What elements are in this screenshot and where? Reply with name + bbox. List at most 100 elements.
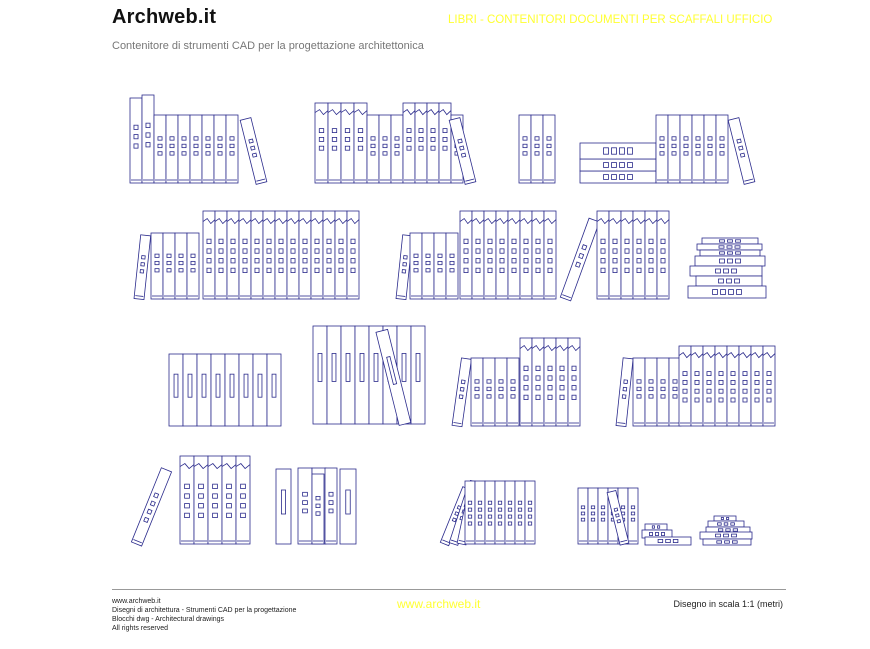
book xyxy=(201,114,215,184)
book xyxy=(451,357,472,428)
lying-book xyxy=(687,285,767,299)
book xyxy=(433,232,447,300)
book xyxy=(597,487,609,545)
lying-book xyxy=(644,523,668,531)
book xyxy=(750,345,764,427)
book xyxy=(390,114,404,184)
book xyxy=(327,102,342,184)
book xyxy=(346,210,360,300)
book xyxy=(656,210,670,300)
lying-book xyxy=(702,538,752,546)
binder xyxy=(168,353,184,427)
book xyxy=(714,345,728,427)
lying-book xyxy=(689,265,763,277)
lying-book xyxy=(701,237,759,245)
binder xyxy=(339,468,357,545)
book xyxy=(262,210,276,300)
book xyxy=(334,210,348,300)
lying-book xyxy=(696,243,763,251)
lying-book xyxy=(699,531,753,540)
book xyxy=(226,210,240,300)
book xyxy=(484,480,496,545)
book xyxy=(179,455,195,545)
book xyxy=(340,102,355,184)
lying-book xyxy=(707,520,745,528)
book xyxy=(715,114,729,184)
footer-line: www.archweb.it xyxy=(112,598,161,605)
binder xyxy=(224,353,240,427)
book xyxy=(495,210,509,300)
book xyxy=(470,357,484,427)
book xyxy=(353,102,368,184)
lying-book xyxy=(644,536,692,546)
book xyxy=(738,345,752,427)
book xyxy=(494,357,508,427)
lying-book xyxy=(713,515,737,522)
book xyxy=(667,114,681,184)
book xyxy=(274,210,288,300)
book xyxy=(587,487,599,545)
book xyxy=(133,234,152,300)
book xyxy=(471,210,485,300)
book xyxy=(530,114,544,184)
book xyxy=(644,210,658,300)
book xyxy=(129,97,143,184)
footer-line: Disegni di architettura - Strumenti CAD … xyxy=(112,607,297,614)
binder xyxy=(312,325,328,425)
footer-website: www.archweb.it xyxy=(397,597,481,611)
book xyxy=(474,480,486,545)
book xyxy=(608,210,622,300)
lying-book xyxy=(694,255,766,267)
book xyxy=(596,210,610,300)
lying-book xyxy=(579,170,657,184)
book xyxy=(519,210,533,300)
book xyxy=(524,480,536,545)
binder xyxy=(196,353,212,427)
footer-info: www.archweb.it Disegni di architettura -… xyxy=(112,597,296,633)
book xyxy=(239,117,268,185)
book xyxy=(448,117,477,185)
archweb-logo: Archweb.it xyxy=(112,6,217,28)
book xyxy=(464,480,476,545)
book xyxy=(426,102,440,184)
book xyxy=(250,210,264,300)
binder xyxy=(340,325,356,425)
book xyxy=(690,345,704,427)
binder xyxy=(210,353,226,427)
book xyxy=(310,210,324,300)
book xyxy=(238,210,252,300)
book xyxy=(703,114,717,184)
book xyxy=(531,210,545,300)
book xyxy=(409,232,423,300)
book xyxy=(141,94,155,184)
footer-line: Blocchi dwg - Architectural drawings xyxy=(112,616,225,623)
book xyxy=(655,114,669,184)
book xyxy=(324,467,338,545)
book xyxy=(620,210,634,300)
footer-divider xyxy=(112,589,786,590)
book xyxy=(438,102,452,184)
book xyxy=(615,357,634,427)
book xyxy=(494,480,506,545)
book xyxy=(207,455,223,545)
book xyxy=(555,337,569,427)
book xyxy=(414,102,428,184)
book xyxy=(577,487,589,545)
book xyxy=(518,114,532,184)
book xyxy=(656,357,670,427)
book xyxy=(678,345,692,427)
book xyxy=(225,114,239,184)
book xyxy=(483,210,497,300)
book xyxy=(177,114,191,184)
book xyxy=(762,345,776,427)
book xyxy=(543,337,557,427)
book xyxy=(297,467,313,545)
book xyxy=(153,114,167,184)
book xyxy=(213,114,227,184)
binder xyxy=(410,325,426,425)
book xyxy=(507,210,521,300)
book xyxy=(531,337,545,427)
book xyxy=(214,210,228,300)
drawing-title: LIBRI - CONTENITORI DOCUMENTI PER SCAFFA… xyxy=(448,14,773,26)
